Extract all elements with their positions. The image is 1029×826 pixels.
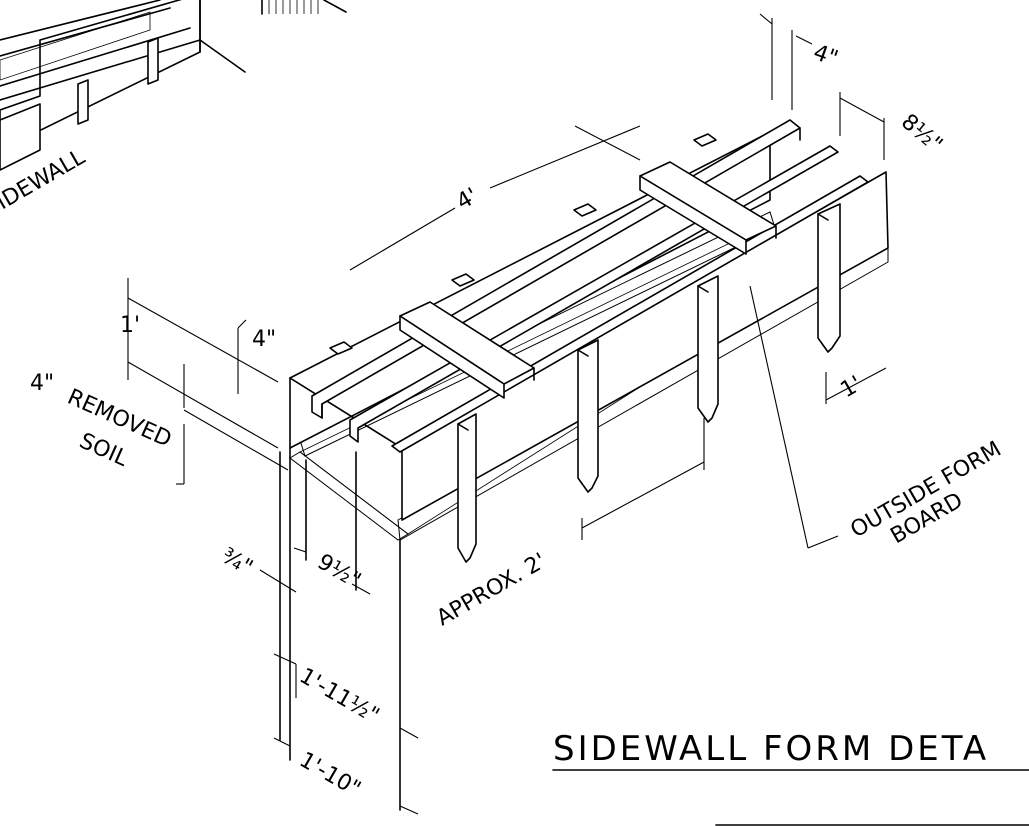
dim-height-1ft: 1'	[120, 313, 140, 338]
dim-width-1-10: 1'-10"	[295, 748, 365, 803]
stake-4	[817, 203, 841, 353]
stake-3	[697, 275, 719, 423]
dim-spacing-8-5: 8½"	[896, 109, 947, 157]
dim-width-1-11-5: 1'-11½"	[295, 664, 383, 729]
dim-top-4in: 4"	[810, 40, 841, 72]
approx-label: APPROX. 2'	[433, 549, 551, 632]
upper-left-partial-view	[0, 0, 347, 171]
dim-length-4ft: 4'	[453, 184, 483, 216]
dim-soil-4in: 4"	[30, 371, 54, 396]
soil-label: SOIL	[76, 429, 133, 472]
dim-stake-1ft: 1'	[837, 372, 867, 404]
dim-board-4in: 4"	[252, 327, 276, 352]
dimension-lines	[127, 13, 887, 815]
removed-soil-section	[289, 451, 409, 541]
drawing-title: SIDEWALL FORM DETA	[553, 729, 989, 769]
stake-2	[577, 339, 599, 493]
dim-three-quarter: ¾"	[217, 544, 257, 581]
stake-1	[457, 413, 477, 563]
main-form-assembly	[279, 119, 889, 811]
